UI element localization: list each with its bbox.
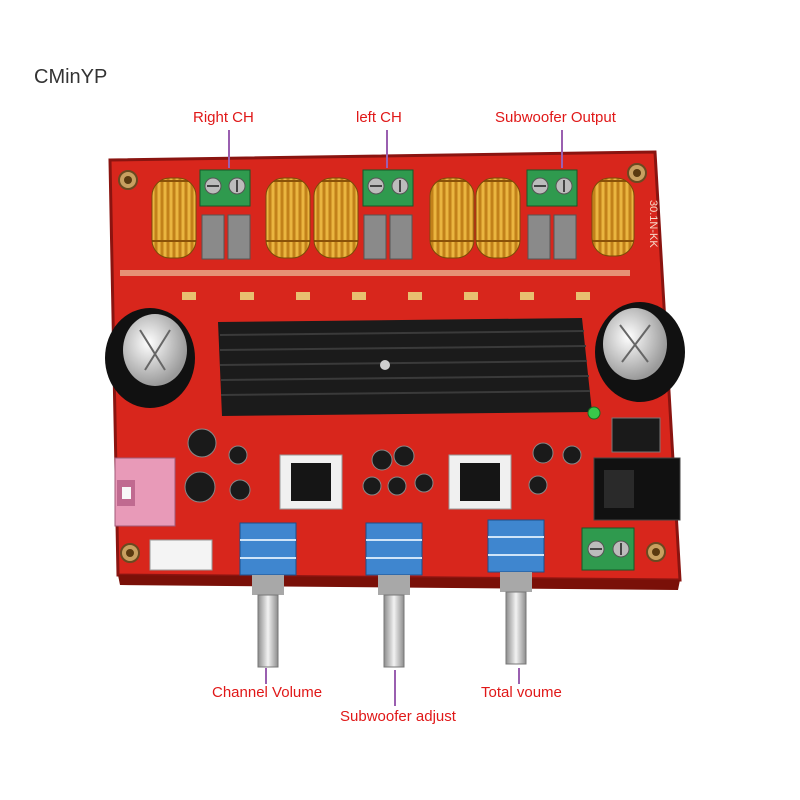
board-silkscreen: 30.1N-KK	[647, 200, 659, 248]
label-subwoofer-output: Subwoofer Output	[495, 109, 616, 126]
grey-components	[201, 214, 577, 260]
large-capacitor-right	[595, 302, 685, 402]
regulator	[611, 417, 661, 453]
label-total-volume: Total voume	[481, 684, 562, 701]
screw-terminal-right-ch	[199, 169, 251, 207]
audio-input-jack	[114, 457, 176, 527]
heatsink	[218, 318, 592, 416]
mounting-hole-icon	[118, 163, 666, 563]
label-left-ch: left CH	[356, 109, 402, 126]
inductor-coils	[151, 177, 635, 259]
label-right-ch: Right CH	[193, 109, 254, 126]
ic-chip-right	[448, 454, 512, 510]
potentiometer-total-volume	[487, 519, 545, 665]
callout-lines	[228, 130, 563, 706]
screw-terminal-left-ch	[362, 169, 414, 207]
large-capacitor-left	[105, 308, 195, 408]
potentiometer-channel-volume	[239, 522, 297, 668]
watermark-text: CMinYP	[34, 66, 108, 88]
led-icon	[587, 406, 601, 420]
label-channel-volume: Channel Volume	[212, 684, 323, 701]
label-subwoofer-adjust: Subwoofer adjust	[340, 708, 456, 725]
smd-components	[120, 270, 630, 300]
screw-terminal-power	[581, 527, 635, 571]
small-capacitors	[184, 428, 582, 503]
potentiometer-subwoofer-adjust	[365, 522, 423, 668]
white-connector	[149, 539, 213, 571]
ic-chip-left	[279, 454, 343, 510]
screw-terminal-subwoofer	[526, 169, 578, 207]
